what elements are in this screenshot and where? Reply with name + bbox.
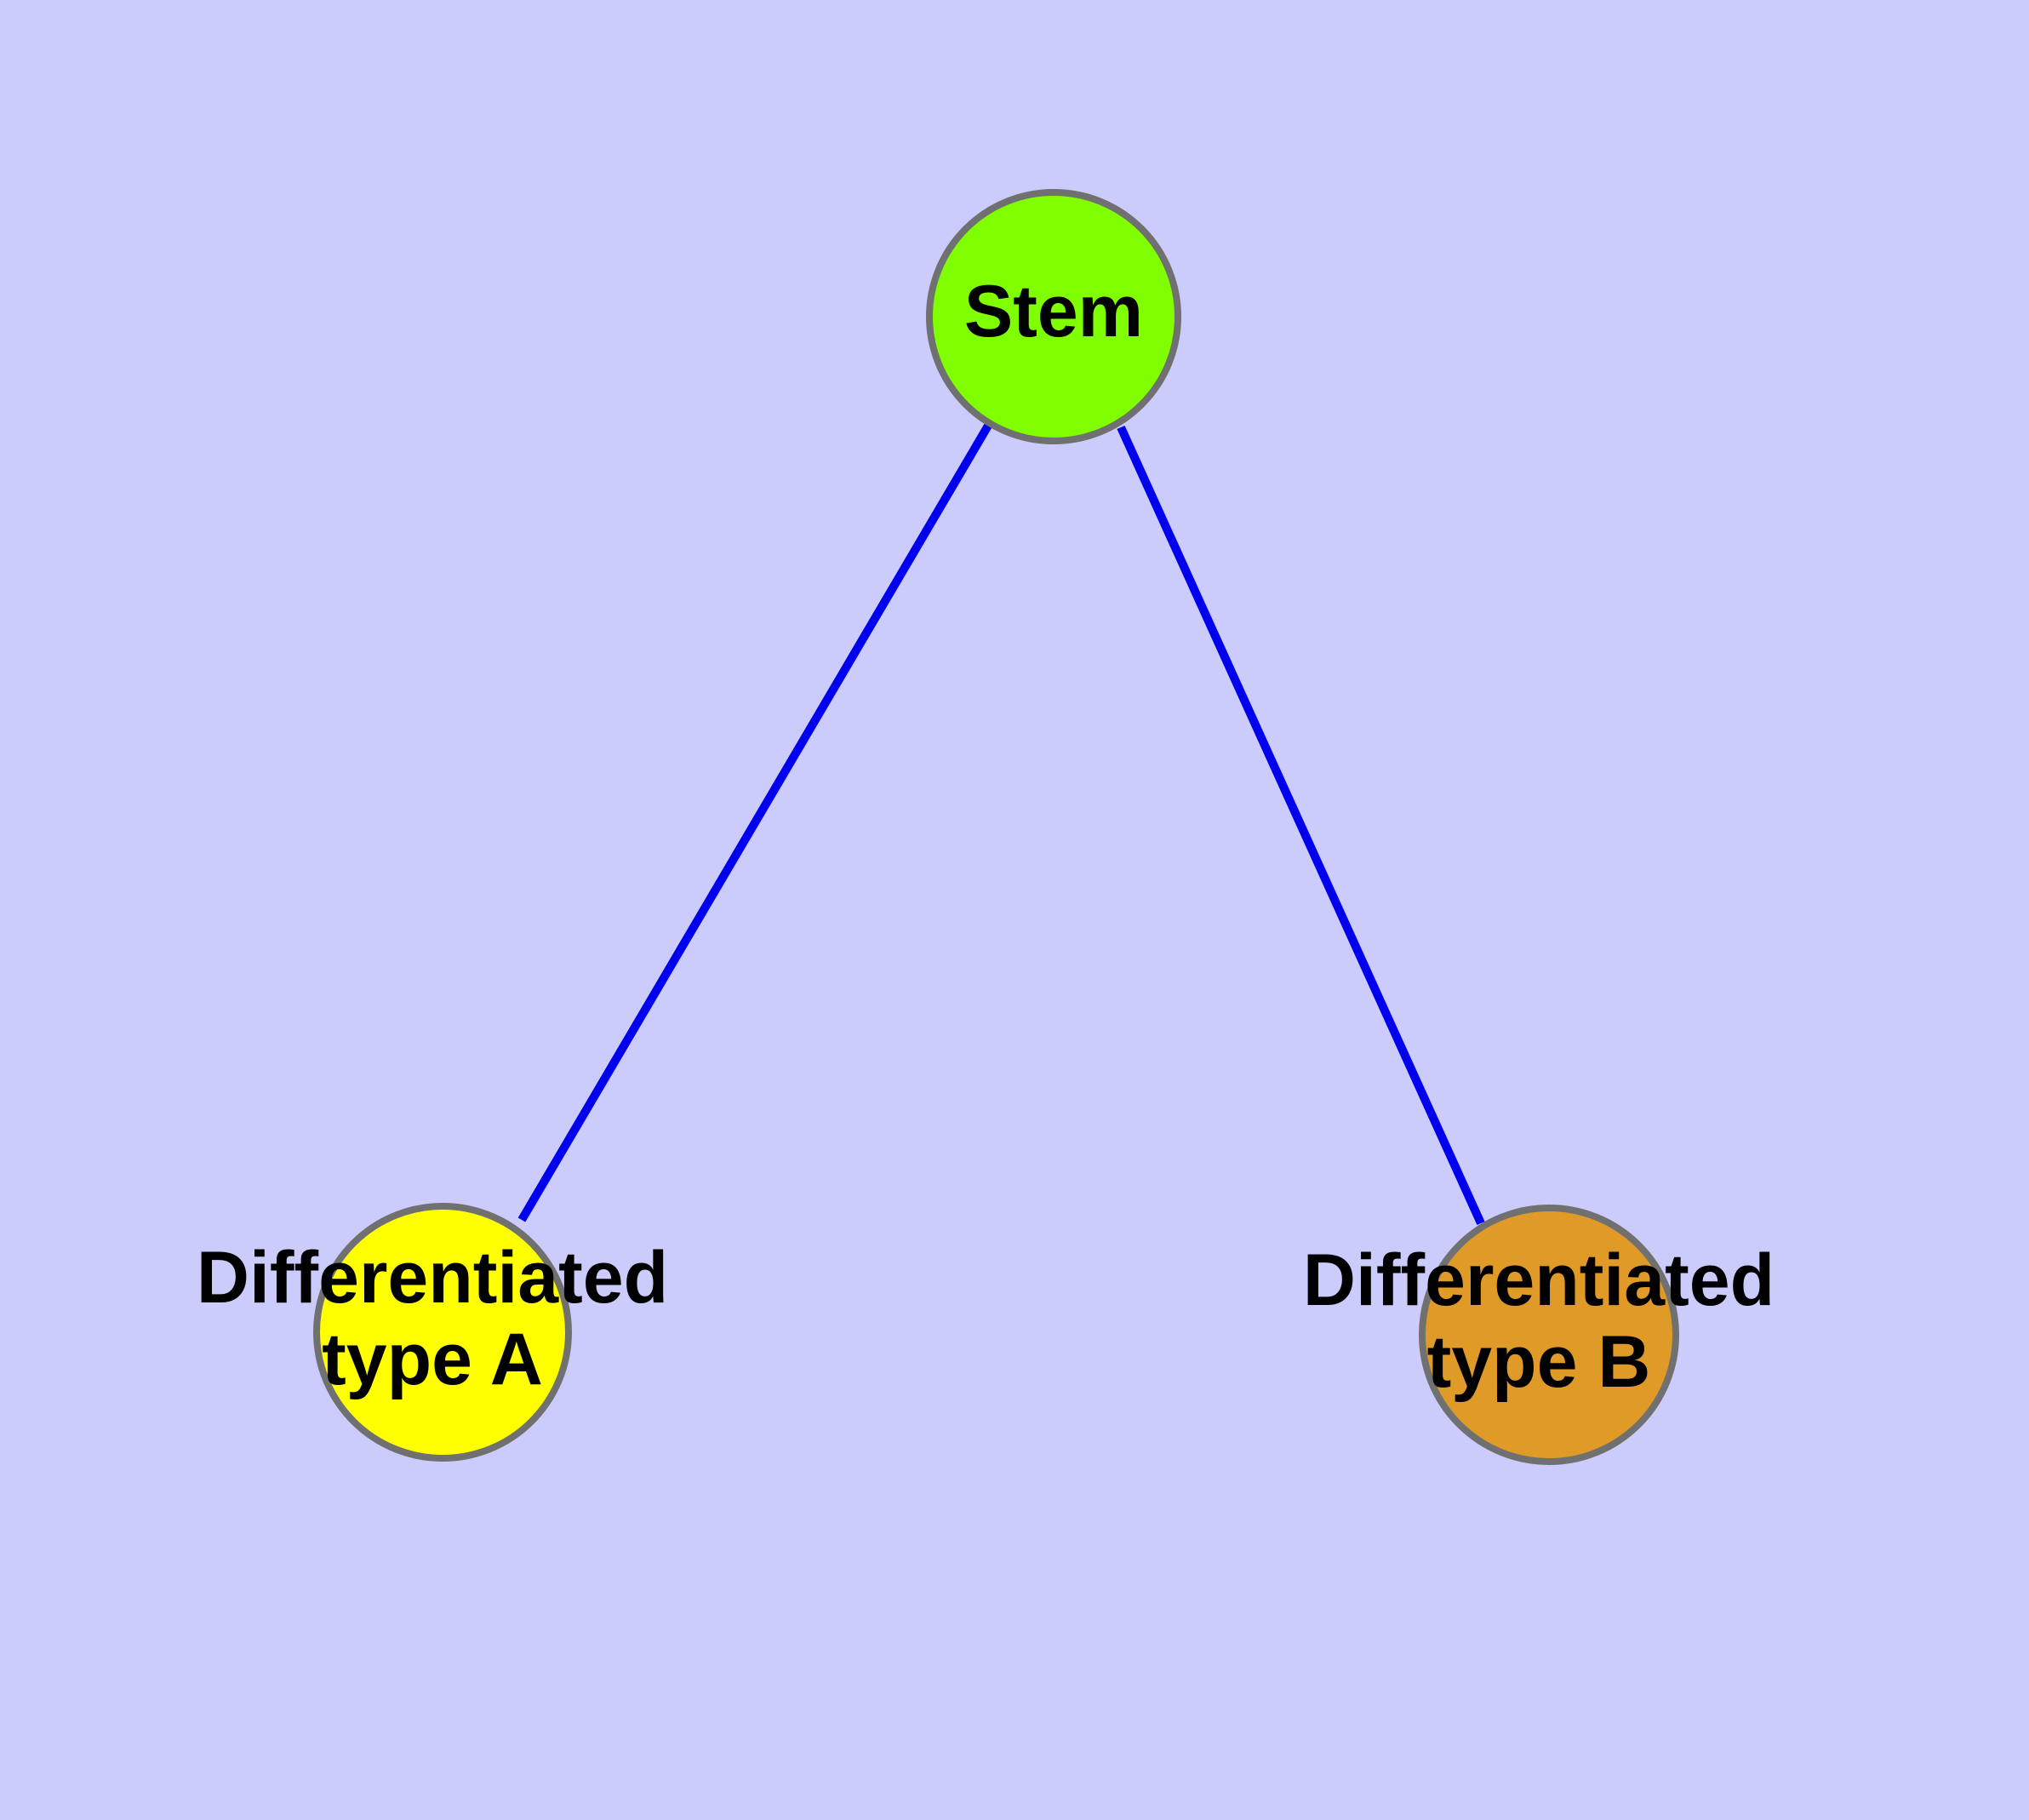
nodes-layer: [313, 189, 1679, 1465]
node-label-line: Differentiated: [197, 1237, 668, 1319]
node-label-stem: Stem: [964, 271, 1143, 352]
graph-node-diff_a[interactable]: [313, 1203, 572, 1462]
node-label-line: type B: [1427, 1321, 1651, 1403]
graph-edge-stem-to-diff_b[interactable]: [1117, 425, 1485, 1226]
node-label-line: type A: [322, 1319, 543, 1400]
node-label-line: Stem: [964, 271, 1143, 352]
edges-layer: [517, 423, 1485, 1226]
node-label-line: Differentiated: [1303, 1239, 1775, 1321]
graph-node-stem[interactable]: [926, 189, 1181, 444]
graph-node-diff_b[interactable]: [1419, 1205, 1679, 1465]
graph-edge-stem-to-diff_a[interactable]: [517, 423, 992, 1222]
